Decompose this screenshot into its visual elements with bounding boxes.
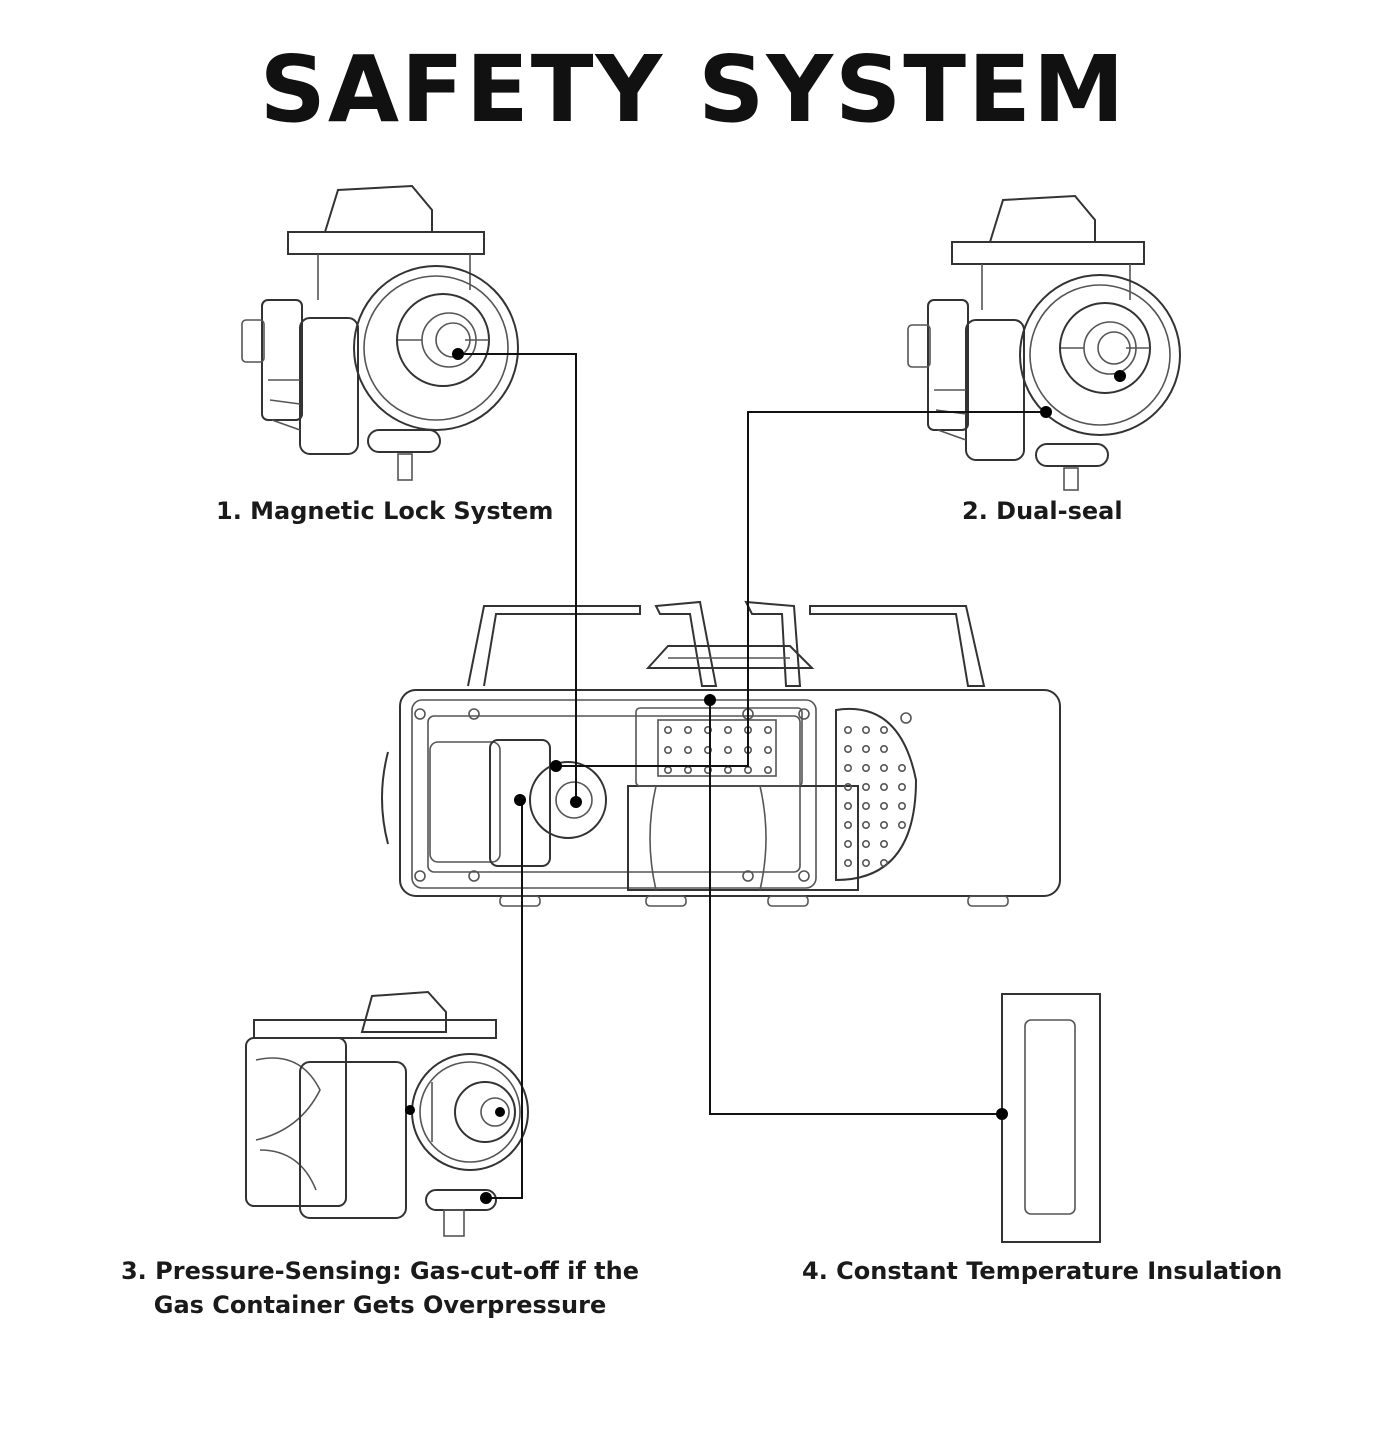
callout-dots [405,348,1126,1204]
leader-line-magnetic-lock [458,353,577,802]
vent-hole [763,725,772,734]
label-pressure-line-2: Gas Container Gets Overpressure [153,1291,607,1319]
vent-hole [663,725,672,734]
vent-hole [897,782,906,791]
dot-pressure-stove [514,794,526,806]
vent-hole [663,745,672,754]
label-magnetic-lock: 1. Magnetic Lock System [216,497,554,525]
dot-dual-seal-inner [1114,370,1126,382]
dot-insulation-stove [704,694,716,706]
vent-hole [861,820,870,829]
dot-insulation-plate [996,1108,1008,1120]
dot-pressure-outlet [495,1107,505,1117]
vent-hole [879,839,888,848]
leader-line-pressure-sensing [486,799,523,1199]
dot-dual-seal-stove [550,760,562,772]
vent-hole [861,725,870,734]
label-pressure-sensing: 3. Pressure-Sensing: Gas-cut-off if the … [100,1254,660,1322]
vent-hole [897,801,906,810]
vent-hole [879,782,888,791]
dot-magnetic-lock-valve [452,348,464,360]
label-pressure-line-1: 3. Pressure-Sensing: Gas-cut-off if the [120,1257,639,1285]
vent-hole [723,745,732,754]
dot-magnetic-lock-stove [570,796,582,808]
vent-hole [843,744,852,753]
label-dual-seal: 2. Dual-seal [962,497,1123,525]
dot-pressure-valve [480,1192,492,1204]
page-title: SAFETY SYSTEM [259,36,1127,143]
vent-hole [763,745,772,754]
valve-magnetic-lock-drawing [241,184,519,481]
dot-dual-seal-valve [1040,406,1052,418]
vent-hole [723,725,732,734]
vent-hole [843,858,852,867]
vent-hole [879,763,888,772]
vent-hole [861,839,870,848]
vent-hole [703,725,712,734]
vent-hole [879,801,888,810]
leader-line-insulation [709,700,1002,1115]
vent-hole [897,763,906,772]
vent-hole [683,765,692,774]
vent-hole [843,820,852,829]
vent-hole [879,820,888,829]
vent-hole [723,765,732,774]
valve-dual-seal-drawing [907,194,1181,491]
valve-pressure-sensing-drawing [245,990,529,1237]
vent-hole [763,765,772,774]
vent-hole [861,744,870,753]
label-insulation: 4. Constant Temperature Insulation [802,1257,1283,1285]
dot-pressure-body [405,1105,415,1115]
vent-hole [843,763,852,772]
vent-hole [683,725,692,734]
vent-hole [879,858,888,867]
vent-hole [683,745,692,754]
vent-hole [861,782,870,791]
vent-hole [743,765,752,774]
vent-hole [843,725,852,734]
vent-hole [879,725,888,734]
vent-hole [879,744,888,753]
stove-drawing [381,600,1061,907]
vent-hole [861,801,870,810]
vent-hole [663,765,672,774]
vent-hole [703,745,712,754]
vent-hole [843,801,852,810]
vent-hole [861,763,870,772]
leader-line-dual-seal [556,411,1046,767]
vent-hole [861,858,870,867]
vent-hole [897,820,906,829]
vent-hole [843,839,852,848]
vent-hole [843,782,852,791]
insulation-plate-drawing [1001,993,1101,1243]
